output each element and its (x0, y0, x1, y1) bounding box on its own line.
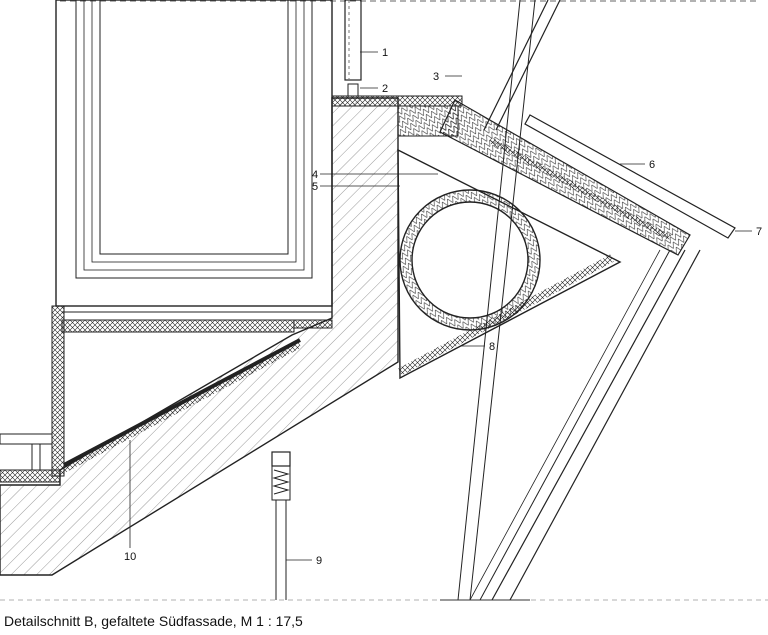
window-frame (55, 0, 333, 307)
top-beam (331, 95, 463, 107)
steel-column (271, 451, 291, 600)
callout-3: 3 (433, 71, 439, 83)
concrete-body (0, 97, 399, 576)
callout-2: 2 (382, 83, 388, 95)
callout-4: 4 (312, 169, 318, 181)
callout-6: 6 (649, 159, 655, 171)
duct-bracket (397, 148, 622, 380)
figure-caption: Detailschnitt B, gefaltete Südfassade, M… (4, 613, 303, 629)
callout-10: 10 (124, 551, 136, 563)
sloped-roof (439, 99, 736, 256)
callout-5: 5 (312, 181, 318, 193)
callout-labels: 1 2 3 4 5 6 7 8 9 10 (124, 47, 762, 567)
sill-detail (0, 305, 333, 483)
round-duct (399, 189, 541, 331)
callout-7: 7 (756, 226, 762, 238)
callout-9: 9 (316, 555, 322, 567)
suspension-rod (344, 0, 362, 97)
callout-8: 8 (489, 341, 495, 353)
section-drawing: 1 2 3 4 5 6 7 8 9 10 (0, 0, 768, 601)
callout-1: 1 (382, 47, 388, 59)
facade-glazing (457, 0, 701, 601)
